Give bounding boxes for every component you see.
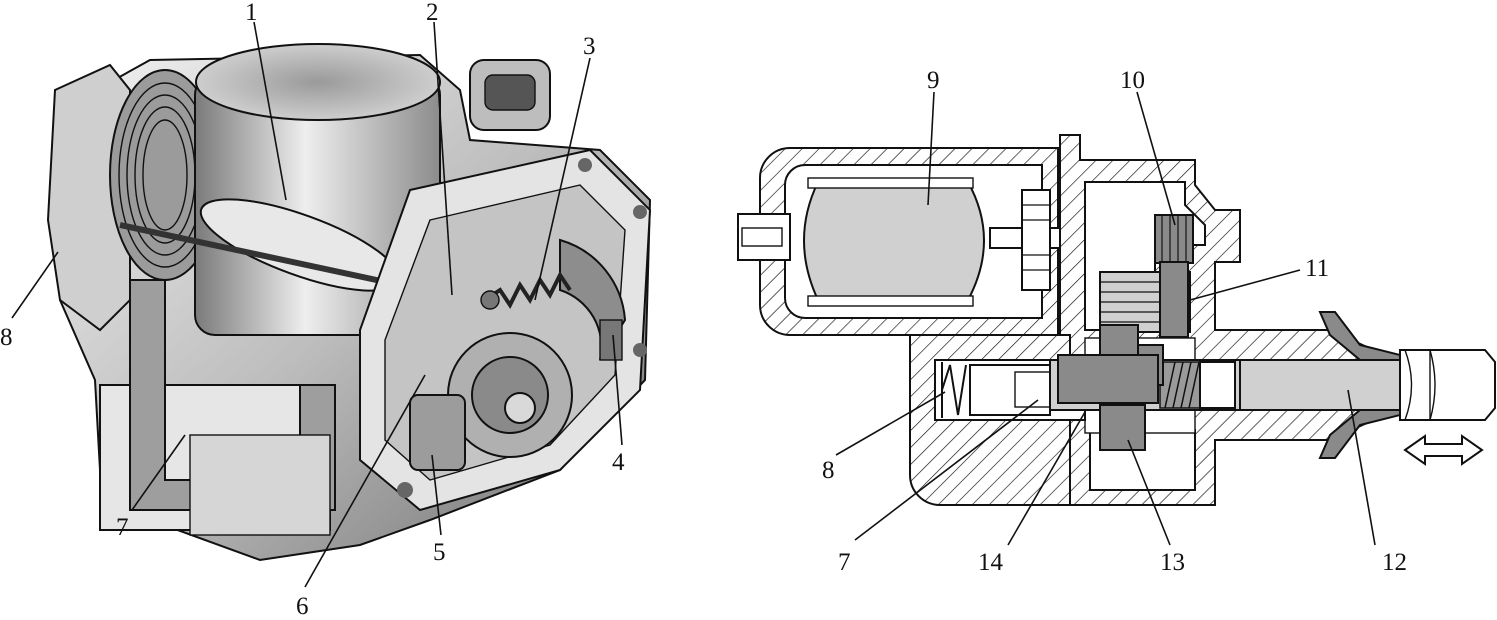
screw-thread	[1159, 361, 1201, 409]
callout-7: 7	[116, 514, 129, 541]
callout-r9: 9	[927, 67, 940, 94]
right-leader-lines	[835, 91, 1376, 546]
hex-nut	[1399, 349, 1496, 421]
callout-r12: 12	[1382, 549, 1407, 576]
sensor-stud	[599, 319, 623, 361]
callout-8: 8	[0, 324, 13, 351]
callout-r7: 7	[838, 549, 851, 576]
commutator	[1021, 189, 1051, 291]
callout-r13: 13	[1160, 549, 1185, 576]
callout-r10: 10	[1120, 67, 1145, 94]
throttle-body-illustration: 1 2 3 4 5 6 7 8	[0, 0, 652, 620]
motion-arrow-icon	[1403, 434, 1484, 466]
callout-5: 5	[433, 539, 446, 566]
callout-4: 4	[612, 449, 625, 476]
callout-6: 6	[296, 593, 309, 620]
callout-r8: 8	[822, 457, 835, 484]
callout-r11: 11	[1305, 255, 1329, 282]
output-spindle-12	[1239, 359, 1401, 411]
left-leader-lines	[11, 21, 623, 588]
seal-boot	[1318, 311, 1401, 361]
worm-wheel-13	[1099, 404, 1146, 451]
callout-1: 1	[245, 0, 258, 26]
bore-opening	[195, 43, 441, 121]
position-sensor	[409, 394, 466, 471]
pulley-flange	[46, 63, 131, 332]
callout-r14: 14	[978, 549, 1004, 576]
actuator-cross-section: 9 10 11 12 13 14 7 8	[737, 67, 1496, 576]
callout-3: 3	[583, 33, 596, 60]
actuator-nut	[504, 392, 536, 424]
motor-armature-9	[803, 181, 985, 301]
return-spring-8	[941, 362, 967, 418]
callout-2: 2	[426, 0, 439, 26]
tension-spring	[480, 271, 572, 310]
